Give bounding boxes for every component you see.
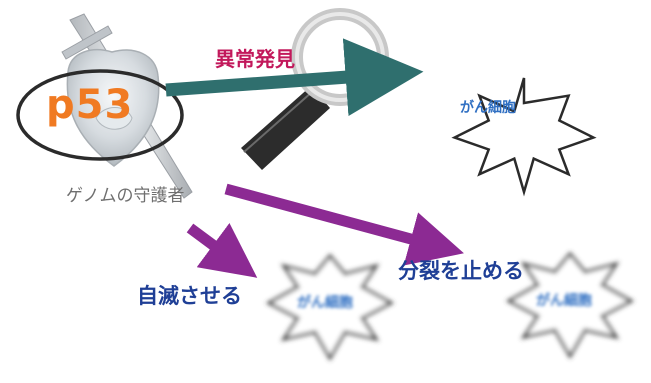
cancer-cell-top (451, 77, 597, 197)
p53-ellipse (16, 69, 184, 161)
p53-label: p53 (46, 82, 134, 128)
apoptosis-arrow (186, 222, 258, 278)
cancer-cell-top-label: がん細胞 (460, 100, 516, 116)
cell-cycle-arrest-label: 分裂を止める (398, 259, 524, 283)
cancer-cell-right-label: がん細胞 (536, 293, 592, 309)
detect-abnormality-label: 異常発見 (215, 47, 295, 71)
sword-and-shield-icon (61, 13, 193, 199)
detect-arrow (165, 38, 424, 117)
cancer-cell-right (505, 251, 635, 360)
cancer-cell-mid-label: がん細胞 (297, 295, 353, 311)
cancer-cell-mid (265, 253, 395, 362)
apoptosis-label: 自滅させる (137, 284, 242, 308)
magnifying-glass-icon (241, 8, 389, 170)
guardian-label: ゲノムの守護者 (66, 186, 185, 206)
arrest-arrow (224, 183, 464, 266)
